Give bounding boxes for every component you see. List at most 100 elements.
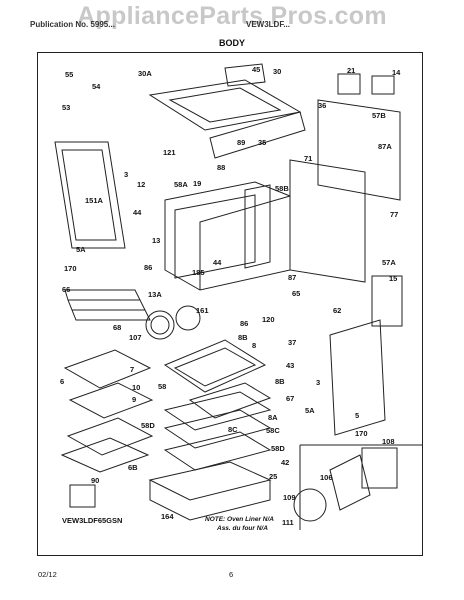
callout-170a: 170 [64, 264, 77, 273]
callout-6a: 6 [60, 377, 64, 386]
footer-date: 02/12 [38, 570, 57, 579]
part-top-bracket [224, 63, 266, 87]
callout-87: 87 [288, 273, 296, 282]
callout-67: 67 [286, 394, 294, 403]
diagram-frame [37, 52, 423, 556]
callout-68: 68 [113, 323, 121, 332]
callout-121: 121 [163, 148, 176, 157]
callout-161: 161 [196, 306, 209, 315]
callout-86a: 86 [144, 263, 152, 272]
callout-87A: 87A [378, 142, 392, 151]
callout-77: 77 [390, 210, 398, 219]
callout-37: 37 [288, 338, 296, 347]
callout-66: 66 [62, 285, 70, 294]
callout-6B: 6B [128, 463, 138, 472]
callout-58D: 58D [141, 421, 155, 430]
callout-9: 9 [132, 395, 136, 404]
callout-14: 14 [392, 68, 401, 77]
callout-13A: 13A [148, 290, 162, 299]
note-oven-liner: NOTE: Oven Liner N/A [205, 516, 274, 523]
callout-58C: 58C [266, 426, 280, 435]
callout-3b: 3 [316, 378, 320, 387]
callout-3a: 3 [124, 170, 128, 179]
part-14-switch [371, 75, 395, 95]
callout-44b: 44 [213, 258, 222, 267]
part-side-panel [244, 184, 271, 269]
part-fan-blade-109 [293, 488, 327, 522]
part-back-frame [289, 159, 366, 283]
callout-8Ba: 8B [238, 333, 248, 342]
callout-36: 36 [318, 101, 326, 110]
part-oven-cavity [164, 181, 291, 291]
part-broil-pan [163, 339, 267, 393]
callout-5Ab: 5A [305, 406, 315, 415]
callout-8A: 8A [268, 413, 278, 422]
callout-13: 13 [152, 236, 160, 245]
part-power-cord [371, 275, 403, 327]
callout-185: 185 [192, 268, 205, 277]
callout-55: 55 [65, 70, 73, 79]
callout-170b: 170 [355, 429, 368, 438]
part-rack-9 [68, 382, 154, 419]
callout-53: 53 [62, 103, 70, 112]
part-bracket-106 [329, 454, 371, 511]
callout-15: 15 [389, 274, 397, 283]
callout-8Bb: 8B [275, 377, 285, 386]
callout-44a: 44 [133, 208, 142, 217]
callout-58: 58 [158, 382, 166, 391]
model-number: VEW3LDF65GSN [62, 516, 122, 525]
part-top-panel [148, 79, 302, 131]
callout-107: 107 [129, 333, 142, 342]
note-ass-du-four: Ass. du four N/A [216, 525, 268, 532]
callout-58A: 58A [174, 180, 188, 189]
callout-labels: 55 54 53 30A 45 30 21 14 36 57B 87A 71 3… [60, 65, 401, 527]
header-publication: Publication No. 5995... [30, 20, 115, 29]
callout-86b: 86 [240, 319, 248, 328]
part-ring-161 [175, 305, 201, 331]
part-rack-7 [63, 349, 152, 389]
callout-57B: 57B [372, 111, 386, 120]
part-drawer-panel-3 [163, 431, 272, 471]
part-rack-6B [60, 437, 150, 473]
callout-111: 111 [282, 518, 294, 527]
part-rear-panel [317, 99, 401, 201]
part-door-panel [54, 141, 126, 249]
part-fan-107 [145, 310, 175, 340]
callout-88: 88 [217, 163, 225, 172]
callout-7: 7 [130, 365, 134, 374]
callout-106: 106 [320, 473, 333, 482]
callout-12: 12 [137, 180, 145, 189]
part-side-panel-right [329, 319, 386, 436]
callout-21: 21 [347, 66, 355, 75]
callout-65: 65 [292, 289, 300, 298]
callout-42: 42 [281, 458, 289, 467]
callout-19: 19 [193, 179, 201, 188]
part-rack-58D [66, 417, 154, 456]
callout-5: 5 [355, 411, 359, 420]
header-model: VEW3LDF... [246, 20, 291, 29]
callout-71: 71 [304, 154, 312, 163]
callout-5Aa: 5A [76, 245, 86, 254]
callout-90: 90 [91, 476, 99, 485]
callout-35: 35 [258, 138, 266, 147]
callout-8C: 8C [228, 425, 238, 434]
callout-62: 62 [333, 306, 341, 315]
part-drawer-liner [148, 461, 272, 501]
callout-58Db: 58D [271, 444, 285, 453]
part-vent-duct [209, 111, 306, 159]
part-90-box [69, 484, 96, 508]
part-drawer [149, 480, 271, 521]
callout-43: 43 [286, 361, 294, 370]
callout-164: 164 [161, 512, 174, 521]
part-bake-element [188, 382, 272, 419]
callout-45: 45 [252, 65, 260, 74]
callout-10: 10 [132, 383, 140, 392]
callout-8a: 8 [252, 341, 256, 350]
part-21-box [337, 73, 361, 95]
callout-58B: 58B [275, 184, 289, 193]
part-broil-element [64, 289, 151, 321]
footer-page-number: 6 [229, 570, 234, 579]
callout-120: 120 [262, 315, 275, 324]
callout-57A: 57A [382, 258, 396, 267]
